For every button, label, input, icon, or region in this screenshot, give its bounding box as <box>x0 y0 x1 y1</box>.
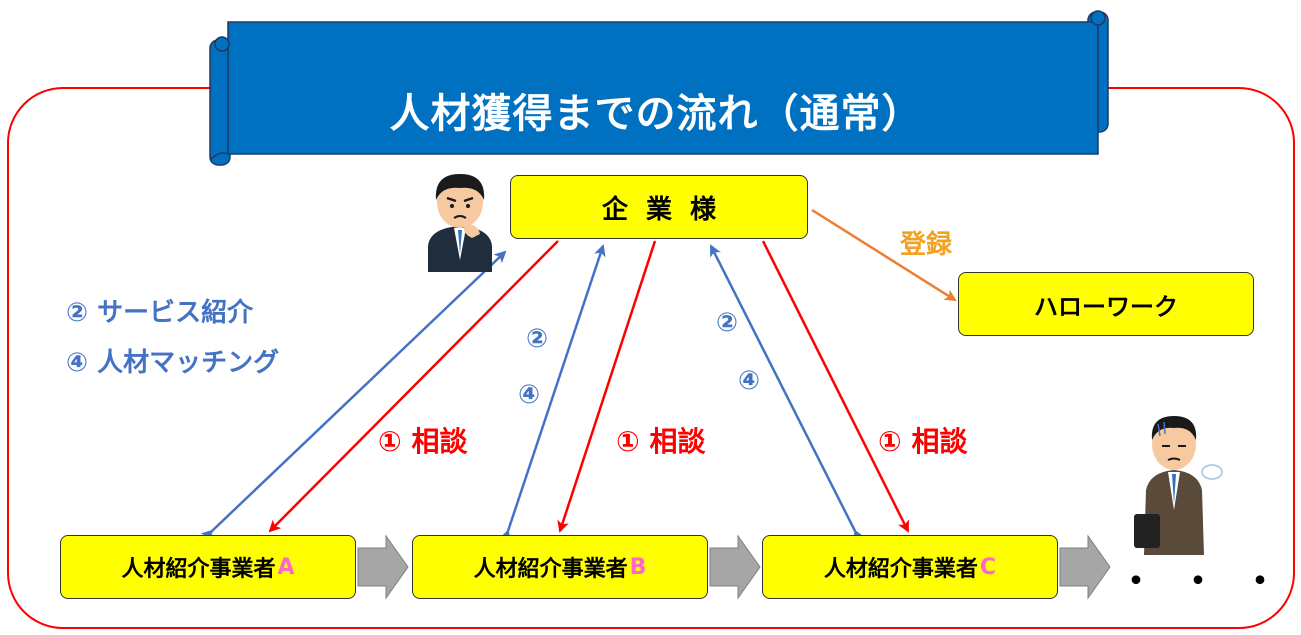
register-label: 登録 <box>900 230 953 260</box>
blue-arrow-a <box>200 250 507 543</box>
chevron-arrow-bc <box>709 534 761 600</box>
tired-businessman-icon <box>1134 416 1223 555</box>
step2-label-c: ② <box>716 308 739 338</box>
company-box: 企業様 <box>510 175 808 239</box>
agency-label: 人材紹介事業者 <box>473 557 628 582</box>
step4-label-c: ④ <box>738 366 761 396</box>
consult-label-b: ① 相談 <box>616 425 706 458</box>
legend-matching: ④ 人材マッチング <box>66 348 280 378</box>
red-arrow-a <box>268 240 559 533</box>
agency-letter: C <box>979 554 997 580</box>
red-arrow-b <box>557 240 657 533</box>
consult-label-c: ① 相談 <box>878 425 968 458</box>
consult-label-a: ① 相談 <box>378 425 468 458</box>
agency-letter: B <box>629 554 647 580</box>
hellowork-box: ハローワーク <box>958 272 1254 336</box>
orange-arrow-register <box>811 208 957 302</box>
chevron-arrow-ab <box>357 534 409 600</box>
agency-label: 人材紹介事業者 <box>823 557 978 582</box>
step2-label-b: ② <box>526 324 549 354</box>
ellipsis-more: ・・・・ <box>1118 561 1301 602</box>
blue-arrow-c <box>709 244 865 543</box>
blue-arrow-b <box>499 244 606 543</box>
red-arrow-c <box>761 240 910 533</box>
diagram-title: 人材獲得までの流れ（通常） <box>389 90 923 137</box>
chevron-arrow-c-next <box>1059 534 1111 600</box>
legend-service-intro: ② サービス紹介 <box>66 298 254 328</box>
businessman-icon <box>428 174 492 272</box>
agency-letter: A <box>277 554 295 580</box>
title-banner <box>209 10 1109 166</box>
step4-label-b: ④ <box>518 380 541 410</box>
agency-label: 人材紹介事業者 <box>121 557 276 582</box>
